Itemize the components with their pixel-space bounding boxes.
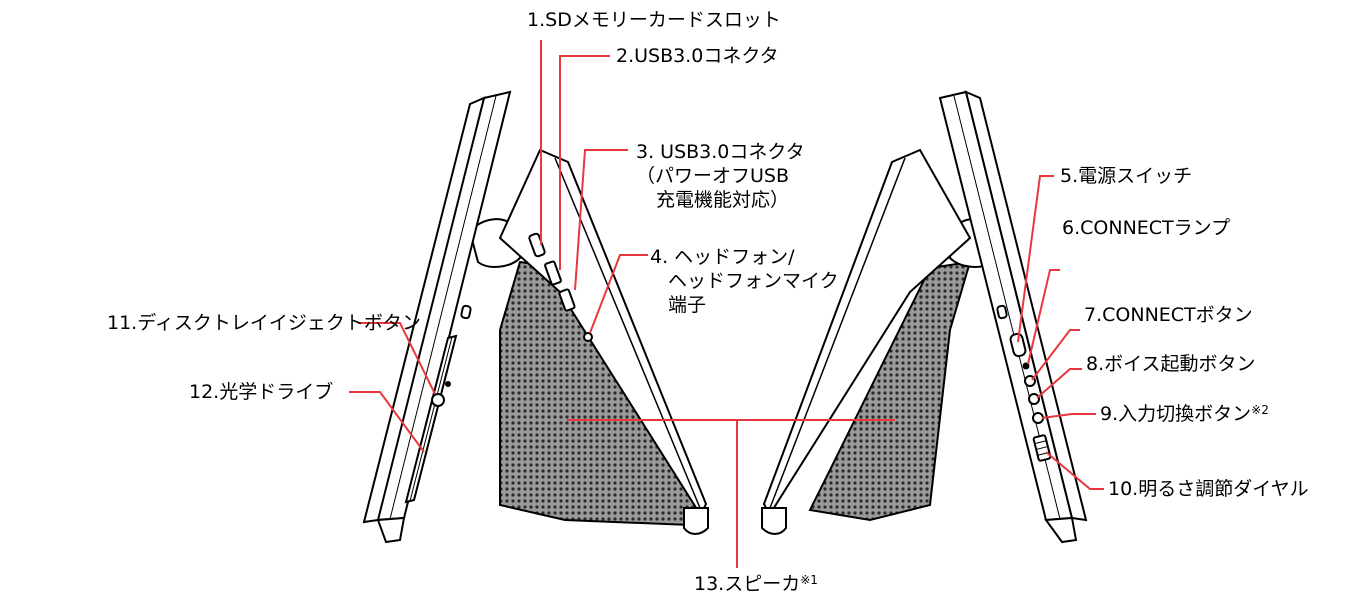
right-pc-side-view: [761, 90, 1088, 544]
leader-lines: [349, 40, 1104, 568]
leader-usb2: [574, 149, 628, 291]
usb-port-1: [544, 260, 562, 286]
power-switch: [1009, 332, 1027, 358]
label-usb-connector-2: 3. USB3.0コネクタ （パワーオフUSB 充電機能対応）: [636, 141, 805, 211]
headphone-jack: [583, 332, 593, 342]
label-input-switch: 9.入力切換ボタン※2: [1100, 403, 1269, 425]
label-sd-card-slot: 1.SDメモリーカードスロット: [527, 9, 781, 31]
voice-button: [1028, 393, 1040, 405]
label-voice-button: 8.ボイス起動ボタン: [1086, 353, 1256, 375]
leader-connect-lamp: [1027, 269, 1060, 365]
label-optical-drive: 12.光学ドライブ: [189, 381, 334, 403]
disc-eject-button: [431, 393, 445, 407]
leader-connect-button: [1031, 329, 1080, 381]
leader-headphone: [589, 254, 648, 334]
label-usb-connector-1: 2.USB3.0コネクタ: [616, 45, 779, 67]
label-speaker: 13.スピーカ※1: [694, 573, 818, 595]
connect-lamp: [1022, 362, 1030, 370]
note-1: ※1: [800, 573, 818, 587]
left-stand-foot: [683, 507, 709, 535]
label-headphone-jack: 4. ヘッドフォン/ ヘッドフォンマイク 端子: [650, 246, 839, 316]
leader-input: [1041, 413, 1096, 419]
leader-brightness: [1045, 451, 1104, 490]
leader-voice: [1036, 368, 1082, 399]
label-connect-lamp: 6.CONNECTランプ: [1062, 217, 1231, 239]
label-power-switch: 5.電源スイッチ: [1060, 165, 1193, 187]
leader-power: [1017, 175, 1054, 343]
left-pc-side-view: [362, 90, 709, 544]
note-2: ※2: [1251, 403, 1269, 417]
label-connect-button: 7.CONNECTボタン: [1084, 304, 1253, 326]
label-disc-eject-button: 11.ディスクトレイイジェクトボタン: [107, 312, 421, 334]
leader-usb1: [559, 55, 610, 270]
right-monitor-panel: [938, 90, 1074, 522]
leader-eject: [358, 322, 436, 395]
right-speaker-grille: [808, 260, 972, 522]
leader-optical-drive: [349, 391, 425, 453]
usb-port-2: [558, 288, 576, 312]
input-switch-button: [1032, 412, 1044, 424]
label-brightness-dial: 10.明るさ調節ダイヤル: [1108, 478, 1309, 500]
